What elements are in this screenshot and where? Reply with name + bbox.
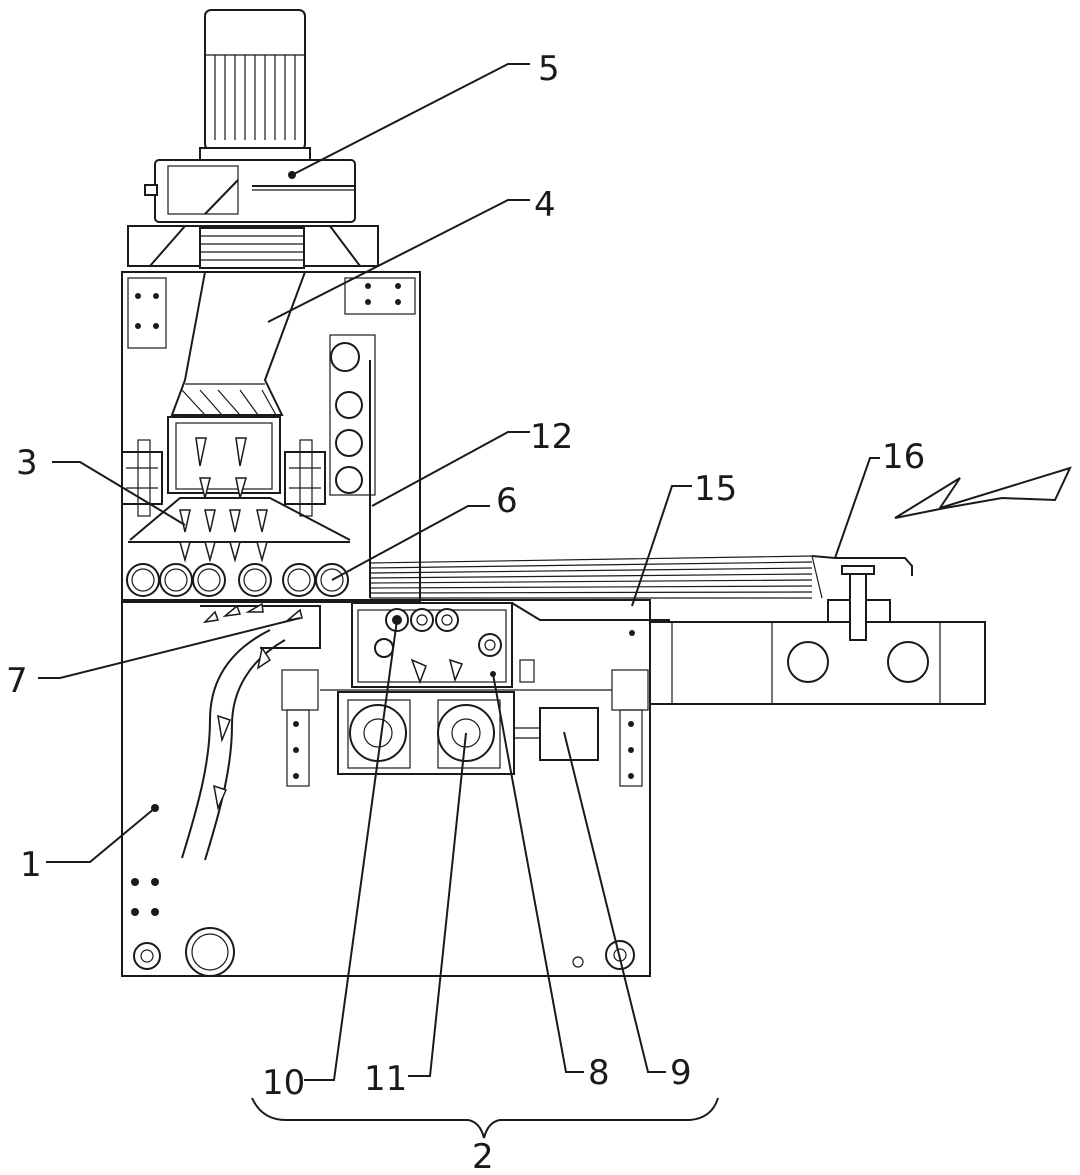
label-9: 9 xyxy=(670,1053,692,1093)
suction-duct xyxy=(167,271,307,494)
leader-lines xyxy=(38,63,880,1081)
workpiece-stack xyxy=(369,555,913,599)
lightning-symbol xyxy=(894,466,1072,519)
top-plate xyxy=(127,225,379,269)
label-12: 12 xyxy=(530,417,573,457)
gearbox xyxy=(144,159,356,223)
label-2: 2 xyxy=(472,1137,494,1175)
drive-box xyxy=(514,707,599,761)
label-1: 1 xyxy=(20,845,42,885)
bearing-block-left xyxy=(121,439,163,517)
side-roller-column xyxy=(329,334,376,598)
label-8: 8 xyxy=(588,1053,610,1093)
motor xyxy=(199,9,311,161)
discharge-table xyxy=(511,602,670,636)
label-16: 16 xyxy=(882,437,925,477)
label-4: 4 xyxy=(534,185,556,225)
label-7: 7 xyxy=(6,661,28,701)
airflow-arrows xyxy=(179,437,268,563)
label-15: 15 xyxy=(694,469,737,509)
group-brace xyxy=(251,1097,719,1139)
label-5: 5 xyxy=(538,49,560,89)
label-11: 11 xyxy=(364,1059,407,1099)
label-3: 3 xyxy=(16,443,38,483)
outfeed-frame xyxy=(649,565,986,705)
bearing-block-right xyxy=(284,439,326,517)
label-10: 10 xyxy=(262,1063,305,1103)
brush-head-unit xyxy=(281,602,649,787)
label-6: 6 xyxy=(496,481,518,521)
feed-rollers xyxy=(126,563,349,597)
lower-cabinet xyxy=(121,599,651,977)
